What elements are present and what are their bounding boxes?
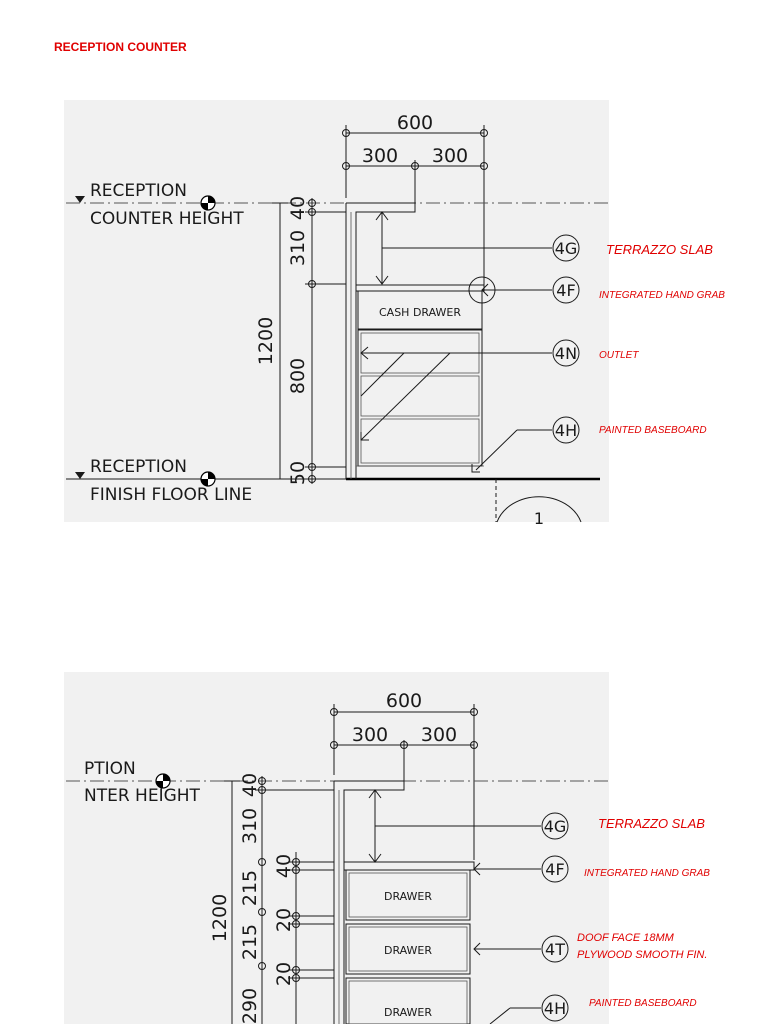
svg-text:4G: 4G bbox=[544, 817, 567, 836]
level-marker-counter-height: RECEPTION COUNTER HEIGHT bbox=[75, 181, 244, 229]
dim-300-right: 300 bbox=[421, 724, 457, 746]
dim-300-right: 300 bbox=[432, 145, 468, 167]
dim-600: 600 bbox=[386, 690, 422, 712]
svg-text:4T: 4T bbox=[545, 940, 565, 959]
note-door-face-line2: PLYWOOD SMOOTH FIN. bbox=[577, 949, 707, 961]
detail-1-width-dimensions: 600 300 300 bbox=[342, 112, 488, 285]
dim-40: 40 bbox=[287, 196, 309, 220]
dim-1200: 1200 bbox=[209, 894, 231, 942]
tag-4g: 4G TERRAZZO SLAB bbox=[552, 234, 713, 262]
dim-290: 290 bbox=[239, 988, 261, 1024]
tag-4h: 4H PAINTED BASEBOARD bbox=[541, 994, 697, 1022]
note-painted-baseboard: PAINTED BASEBOARD bbox=[599, 425, 707, 436]
detail-1-background bbox=[64, 100, 609, 522]
drawer-label: DRAWER bbox=[384, 944, 432, 957]
page-title: RECEPTION COUNTER bbox=[54, 40, 187, 54]
level-label-bottom-2: FINISH FLOOR LINE bbox=[90, 485, 252, 505]
dim-300-left: 300 bbox=[362, 145, 398, 167]
dim-50: 50 bbox=[287, 461, 309, 485]
svg-text:4F: 4F bbox=[556, 281, 575, 300]
dim-gap-20: 20 bbox=[273, 908, 295, 932]
dim-600: 600 bbox=[397, 112, 433, 134]
svg-text:4N: 4N bbox=[555, 344, 577, 363]
cash-drawer-label: CASH DRAWER bbox=[379, 306, 461, 319]
level-label-top-1: PTION bbox=[84, 759, 136, 779]
detail-2-background bbox=[64, 672, 609, 1024]
detail-2-leaders bbox=[368, 789, 541, 1024]
dim-40: 40 bbox=[239, 773, 261, 797]
dim-300-left: 300 bbox=[352, 724, 388, 746]
detail-2-height-dimensions: 1200 40 310 215 215 290 40 20 20 bbox=[209, 773, 334, 1024]
level-label-top-1: RECEPTION bbox=[90, 181, 187, 201]
level-label-top-2: NTER HEIGHT bbox=[84, 786, 201, 806]
dim-215: 215 bbox=[239, 924, 261, 960]
tag-4n: 4N OUTLET bbox=[552, 339, 639, 367]
dim-gap-40: 40 bbox=[273, 854, 295, 878]
section-marker: 1 bbox=[496, 496, 582, 528]
dim-800: 800 bbox=[287, 358, 309, 394]
detail-1: 600 300 300 RECEPTION COUNTER HEIGHT REC… bbox=[64, 100, 725, 528]
note-terrazzo-slab: TERRAZZO SLAB bbox=[606, 242, 713, 257]
detail-2: 600 300 300 PTION NTER HEIGHT 1200 40 31… bbox=[64, 672, 710, 1024]
svg-text:4G: 4G bbox=[555, 239, 578, 258]
level-label-top-2: COUNTER HEIGHT bbox=[90, 209, 244, 229]
note-outlet: OUTLET bbox=[599, 350, 639, 361]
tag-4f: 4F INTEGRATED HAND GRAB bbox=[541, 855, 710, 883]
dim-gap-20: 20 bbox=[273, 962, 295, 986]
note-terrazzo-slab: TERRAZZO SLAB bbox=[598, 816, 705, 831]
detail-1-leaders bbox=[360, 211, 552, 473]
svg-text:1: 1 bbox=[534, 509, 544, 528]
svg-text:4H: 4H bbox=[544, 999, 566, 1018]
level-label-bottom-1: RECEPTION bbox=[90, 457, 187, 477]
note-integrated-hand-grab: INTEGRATED HAND GRAB bbox=[599, 290, 725, 301]
detail-1-height-dimensions: 1200 40 310 800 50 bbox=[255, 196, 346, 485]
drawer-label: DRAWER bbox=[384, 1006, 432, 1019]
counter-section-2: DRAWER DRAWER DRAWER bbox=[333, 780, 475, 1024]
dim-1200: 1200 bbox=[255, 317, 277, 365]
dim-310: 310 bbox=[287, 230, 309, 266]
counter-section-1: CASH DRAWER bbox=[345, 202, 497, 522]
level-marker-counter-height: PTION NTER HEIGHT bbox=[84, 759, 201, 806]
note-door-face-line1: DOOF FACE 18MM bbox=[577, 932, 675, 944]
tag-4t: 4T DOOF FACE 18MM PLYWOOD SMOOTH FIN. bbox=[541, 932, 707, 963]
level-marker-finish-floor: RECEPTION FINISH FLOOR LINE bbox=[75, 457, 252, 505]
dim-215: 215 bbox=[239, 870, 261, 906]
tag-4f: 4F INTEGRATED HAND GRAB bbox=[552, 276, 725, 304]
svg-text:4F: 4F bbox=[545, 860, 564, 879]
dim-310: 310 bbox=[239, 808, 261, 844]
detail-2-width-dimensions: 600 300 300 bbox=[330, 690, 478, 860]
tag-4h: 4H PAINTED BASEBOARD bbox=[552, 416, 707, 444]
note-integrated-hand-grab: INTEGRATED HAND GRAB bbox=[584, 868, 710, 879]
note-painted-baseboard: PAINTED BASEBOARD bbox=[589, 998, 697, 1009]
drawer-label: DRAWER bbox=[384, 890, 432, 903]
svg-text:4H: 4H bbox=[555, 421, 577, 440]
tag-4g: 4G TERRAZZO SLAB bbox=[541, 812, 705, 840]
